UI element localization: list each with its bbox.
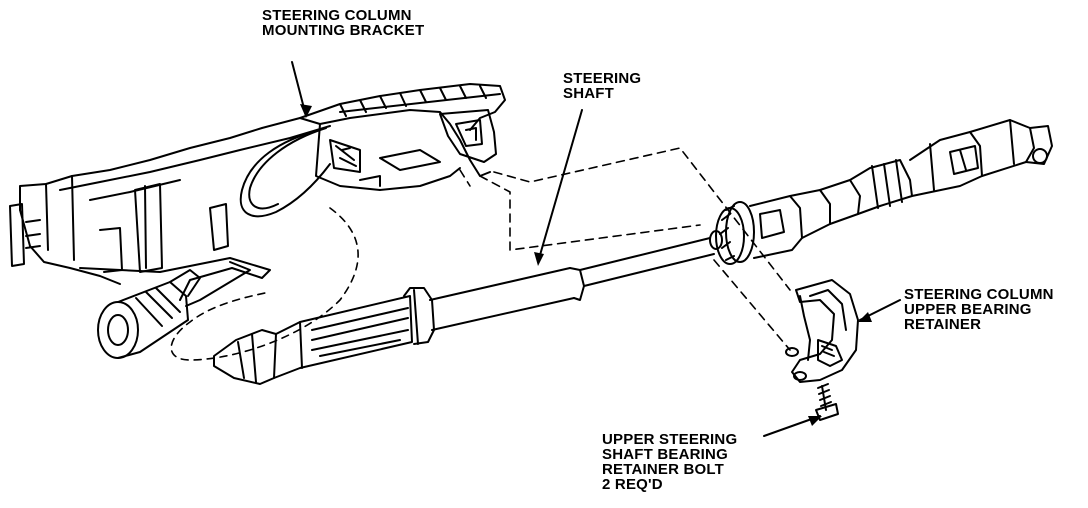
- leader-lines: [291, 61, 901, 437]
- label-retainer-bolt: UPPER STEERING SHAFT BEARING RETAINER BO…: [602, 432, 737, 492]
- alignment-loop: [170, 207, 359, 361]
- label-line: SHAFT: [563, 85, 614, 102]
- label-line: MOUNTING BRACKET: [262, 22, 425, 39]
- label-line: RETAINER BOLT: [602, 461, 725, 478]
- label-line: UPPER BEARING: [904, 301, 1032, 318]
- label-mounting-bracket: STEERING COLUMN MOUNTING BRACKET: [262, 8, 424, 38]
- label-line: UPPER STEERING: [602, 431, 738, 448]
- leader-arrowheads: [300, 104, 872, 426]
- alignment-lines: [459, 147, 791, 351]
- upper-shaft-ujoint: [715, 119, 1053, 265]
- label-line: SHAFT BEARING: [602, 446, 728, 463]
- label-line: RETAINER: [904, 316, 982, 333]
- bearing-retainer: [785, 279, 859, 383]
- retainer-bolt: [815, 383, 839, 421]
- label-line: STEERING COLUMN: [262, 7, 412, 24]
- column-housing: [9, 83, 506, 307]
- label-upper-bearing-retainer: STEERING COLUMN UPPER BEARING RETAINER: [904, 287, 1054, 332]
- label-steering-shaft: STEERING SHAFT: [563, 71, 641, 101]
- lower-shaft: [213, 230, 723, 385]
- label-line: STEERING COLUMN: [904, 286, 1054, 303]
- ignition-tube: [97, 269, 201, 359]
- label-line: 2 REQ'D: [602, 476, 663, 493]
- label-line: STEERING: [563, 70, 642, 87]
